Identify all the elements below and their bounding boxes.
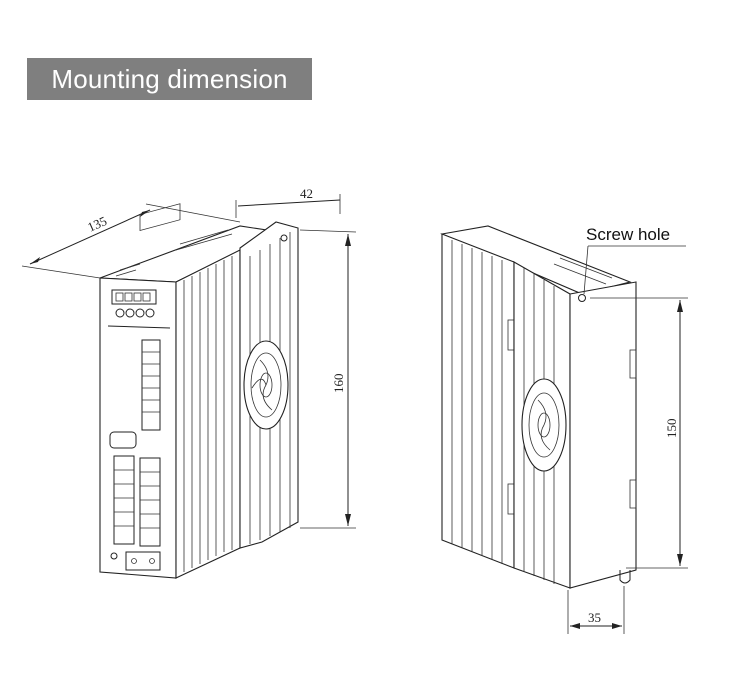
io-terminal (139, 457, 161, 547)
terminal-strip-top (141, 339, 161, 431)
dim-135: 135 (21, 203, 241, 279)
dim-35: 35 (567, 586, 625, 634)
screw-hole-label: Screw hole (586, 225, 670, 244)
serial-connector (109, 431, 137, 449)
section-title: Mounting dimension (27, 58, 312, 100)
screw-hole-callout: Screw hole (583, 225, 686, 295)
ground-terminal (125, 551, 161, 571)
dim-label-150: 150 (664, 419, 679, 439)
top-vents (115, 203, 233, 277)
drive-front-view (99, 203, 299, 579)
mount-hole-top (280, 234, 288, 242)
dim-label-42: 42 (300, 186, 313, 201)
power-terminal (113, 455, 135, 545)
heatsink-fins (183, 256, 233, 572)
front-buttons (115, 308, 155, 318)
dim-label-160: 160 (331, 374, 346, 394)
led-display (111, 289, 157, 305)
screw-hole-top (578, 294, 586, 302)
dim-label-35: 35 (588, 610, 601, 625)
dim-150: 150 (590, 297, 688, 569)
dim-160: 160 (299, 229, 357, 529)
dim-label-135: 135 (85, 213, 109, 235)
dim-42: 42 (235, 186, 341, 218)
drive-rear-view (440, 225, 637, 589)
fan-icon (243, 340, 289, 430)
rear-heatsink-fins (451, 240, 503, 564)
screw-slot-bottom (619, 570, 631, 584)
fan-icon-rear (521, 378, 567, 472)
